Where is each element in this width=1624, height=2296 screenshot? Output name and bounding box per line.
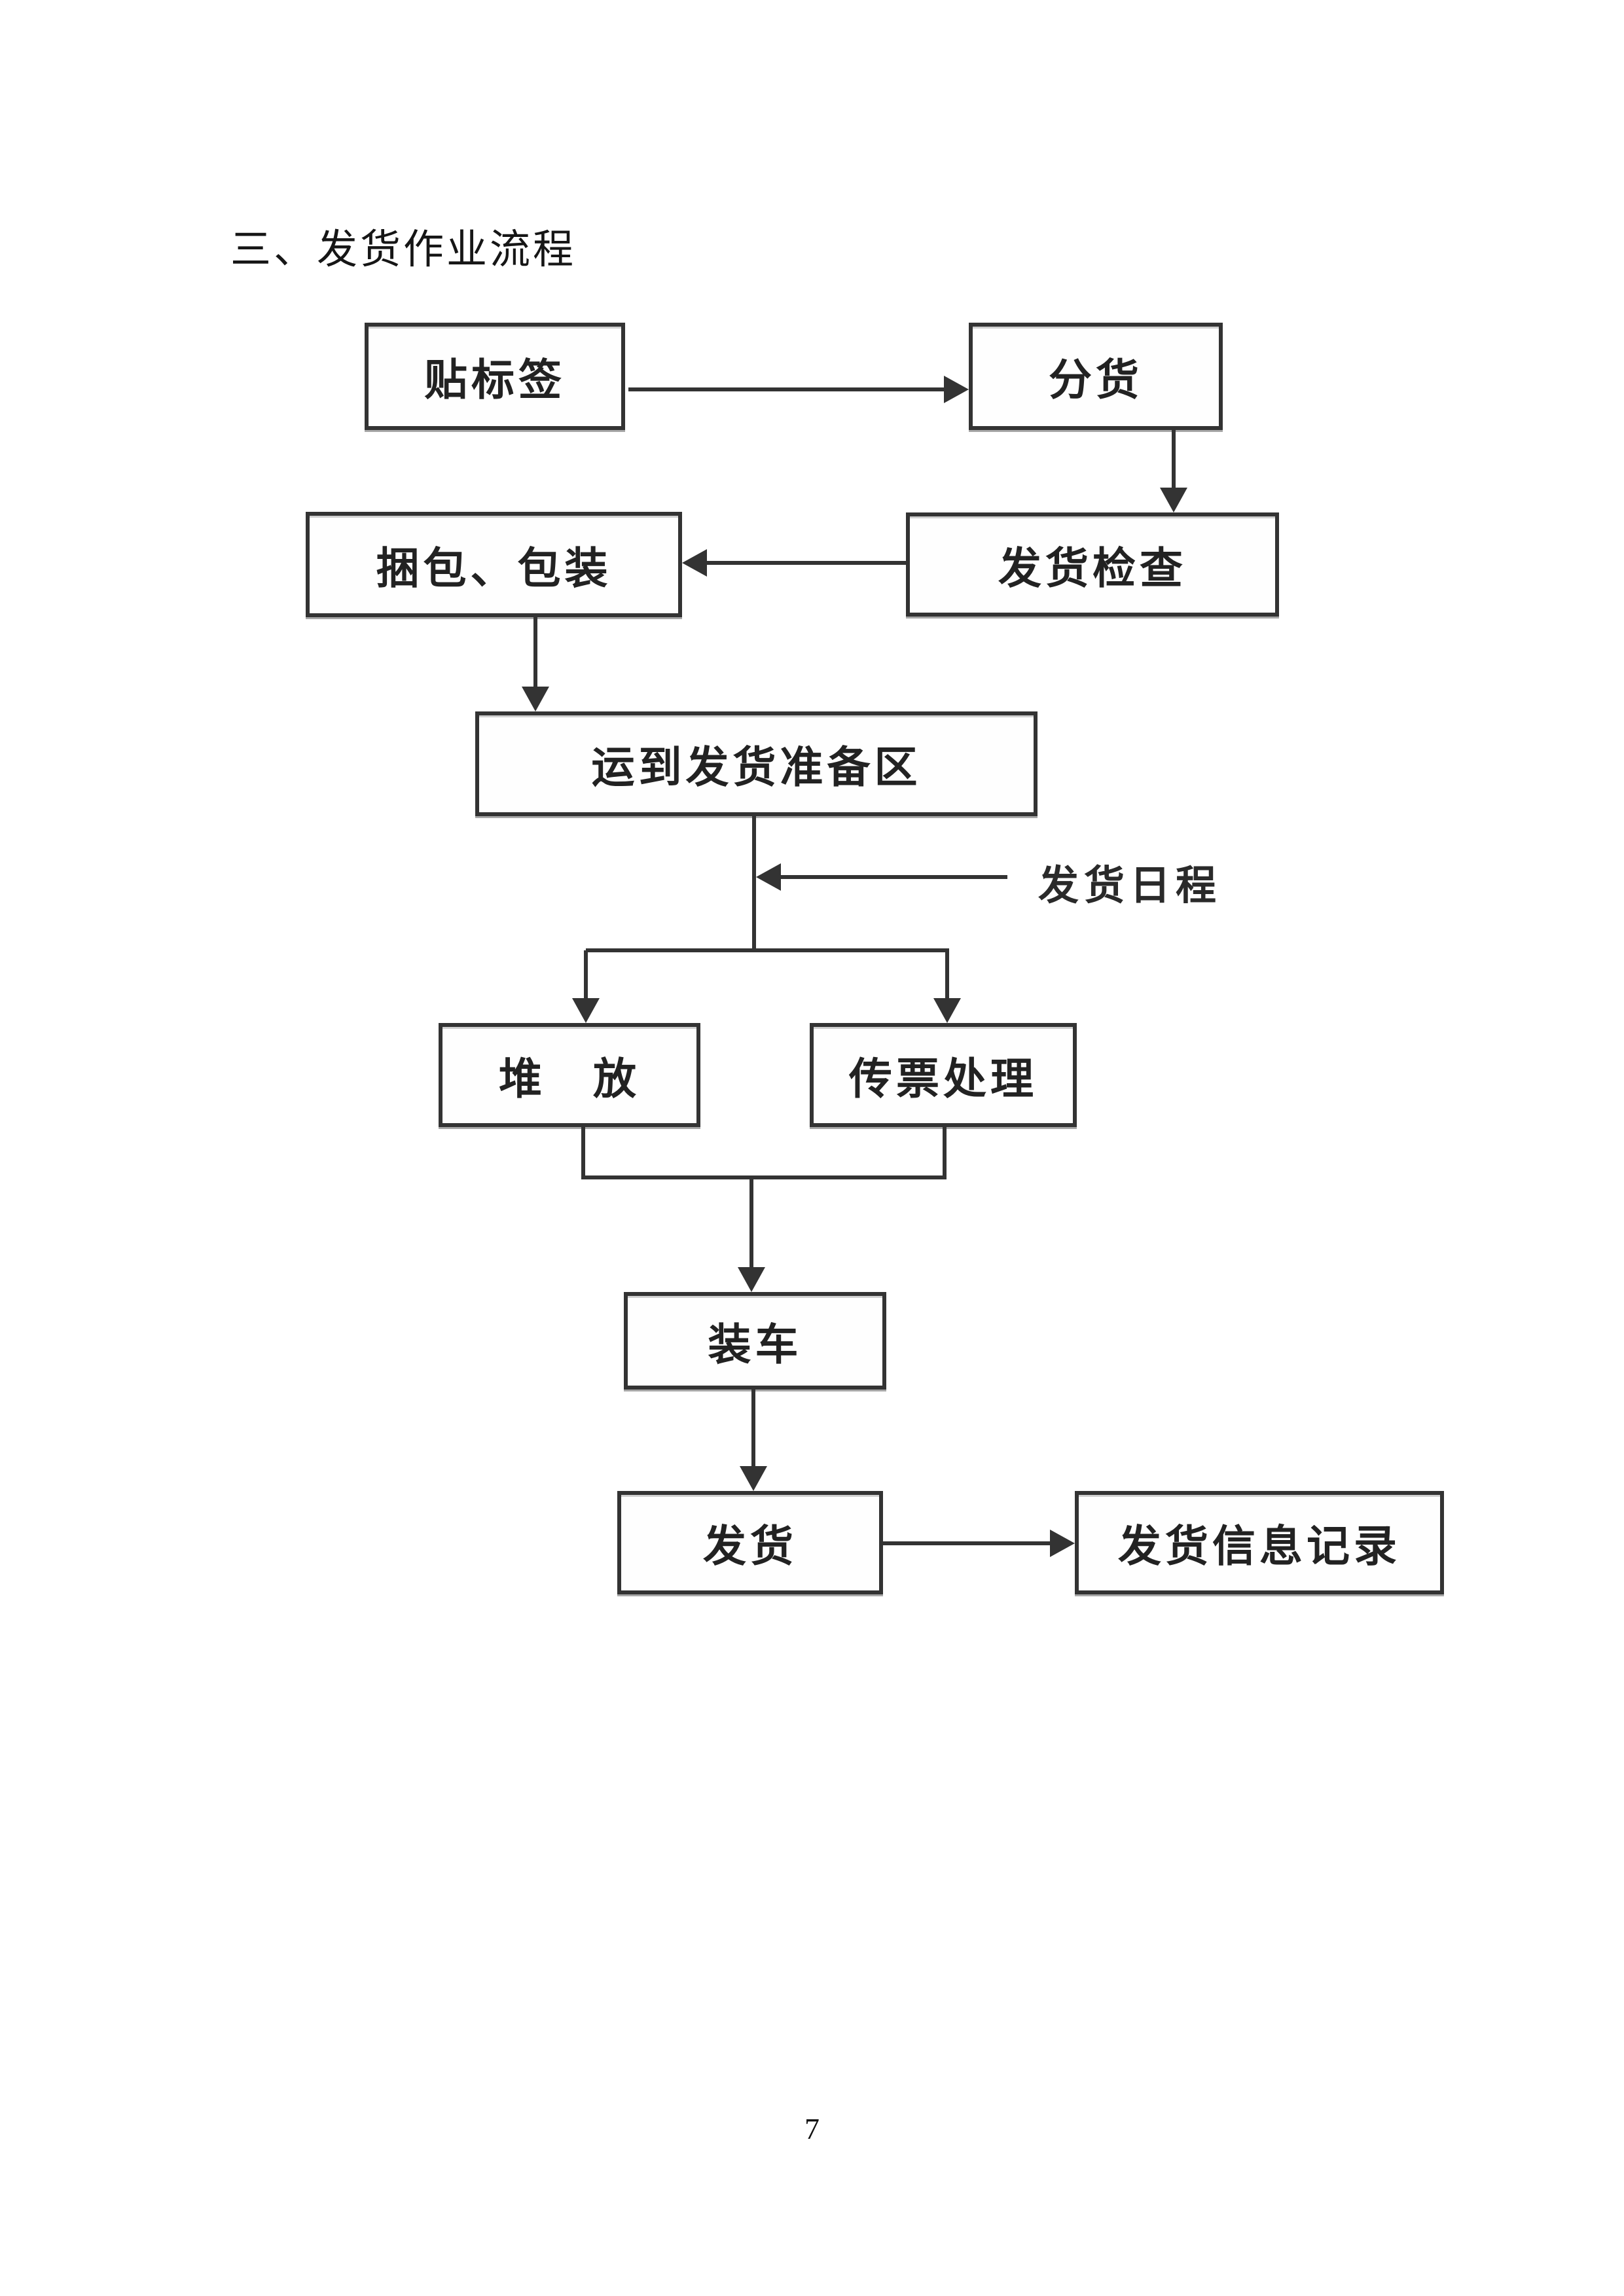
connector-c8 xyxy=(584,950,588,1003)
connector-c3 xyxy=(702,561,906,565)
connector-c14 xyxy=(751,1390,755,1471)
flow-node-fa-huo: 发货 xyxy=(617,1491,883,1594)
connector-c5 xyxy=(752,816,756,952)
flow-node-tie-biaoqian: 贴标签 xyxy=(365,323,625,430)
arrowhead-c4-icon xyxy=(522,687,549,711)
page-number: 7 xyxy=(804,2112,820,2145)
flow-node-fahuo-jiancha: 发货检查 xyxy=(906,512,1279,617)
connector-c13 xyxy=(749,1177,753,1272)
arrowhead-c2-icon xyxy=(1160,488,1187,512)
flow-node-chuanpiao-chuli: 传票处理 xyxy=(810,1023,1077,1127)
flow-node-kunbao-baozhuang: 捆包、包装 xyxy=(306,512,682,617)
arrowhead-c3-icon xyxy=(682,549,707,577)
connector-c7 xyxy=(586,948,949,952)
connector-c12 xyxy=(583,1175,947,1179)
flow-node-fen-huo: 分货 xyxy=(969,323,1223,430)
connector-c2 xyxy=(1172,430,1176,493)
arrowhead-c14-icon xyxy=(740,1466,767,1491)
arrowhead-c6-icon xyxy=(756,863,781,891)
flow-node-fahuo-xinxi-jilu: 发货信息记录 xyxy=(1075,1491,1444,1594)
connector-c9 xyxy=(945,950,949,1003)
connector-c1 xyxy=(628,387,949,391)
section-title: 三、发货作业流程 xyxy=(230,228,577,272)
arrowhead-c1-icon xyxy=(944,376,969,403)
flow-node-zhuang-che: 装车 xyxy=(624,1292,886,1390)
connector-c15 xyxy=(883,1541,1055,1545)
flow-node-dui-fang: 堆 放 xyxy=(439,1023,700,1127)
arrowhead-c8-icon xyxy=(572,998,600,1023)
arrowhead-c13-icon xyxy=(738,1267,765,1292)
arrowhead-c15-icon xyxy=(1050,1530,1075,1557)
connector-c10 xyxy=(581,1127,585,1179)
flow-node-yundao-zhunbeiqu: 运到发货准备区 xyxy=(475,711,1038,816)
arrowhead-c9-icon xyxy=(933,998,961,1023)
connector-c4 xyxy=(533,617,537,692)
connector-c6 xyxy=(776,875,1007,879)
schedule-annotation: 发货日程 xyxy=(1038,863,1222,908)
connector-c11 xyxy=(943,1127,947,1179)
